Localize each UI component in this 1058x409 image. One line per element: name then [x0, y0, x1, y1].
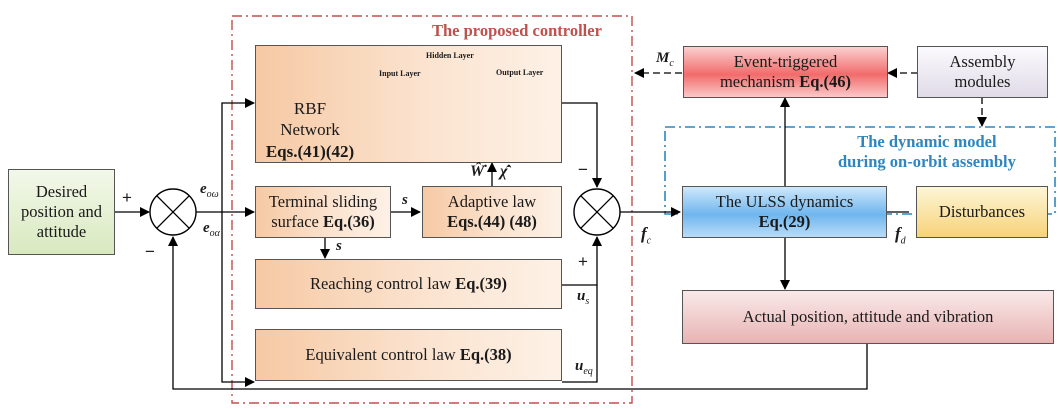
equivalent-control-law-block: Equivalent control law Eq.(38)	[255, 329, 562, 381]
u-eq-base: u	[575, 358, 584, 374]
f-d-sub: d	[900, 235, 906, 247]
adaptive-equation: Eqs.(44) (48)	[447, 212, 537, 231]
hidden-layer-label: Hidden Layer	[426, 51, 474, 60]
signal-u-s: us	[577, 288, 589, 307]
actual-text: Actual position, attitude and vibration	[742, 306, 994, 326]
event-equation: Eq.(46)	[799, 72, 852, 91]
e-alpha-base: e	[203, 220, 210, 236]
signal-e-omega: eoω	[200, 181, 219, 200]
signal-s-to-reaching: s	[336, 238, 342, 254]
u-eq-sub: eq	[583, 366, 593, 377]
m-c-sub: c	[669, 58, 674, 69]
output-layer-label: Output Layer	[496, 68, 544, 77]
signal-e-alpha: eoα	[203, 220, 220, 239]
reaching-control-law-block: Reaching control law Eq.(39)	[255, 259, 562, 309]
controller-region-border	[231, 15, 633, 404]
sum1-plus-sign: +	[122, 188, 132, 207]
ulss-dynamics-block: The ULSS dynamics Eq.(29)	[682, 186, 887, 238]
signal-m-c: Mc	[656, 50, 674, 69]
reaching-equation: Eq.(39)	[455, 273, 508, 293]
equivalent-text: Equivalent control law	[305, 344, 460, 364]
signal-w-hat-dot: Ŵ̇	[470, 163, 485, 180]
desired-line3: attitude	[36, 222, 87, 242]
rbf-text: RBF Network Eqs.(41)(42)	[259, 98, 361, 162]
sliding-equation: Eq.(36)	[322, 212, 375, 231]
ulss-line1: The ULSS dynamics	[715, 191, 854, 211]
wire-equivalent-to-sum2	[562, 285, 598, 383]
actual-position-block: Actual position, attitude and vibration	[682, 290, 1054, 344]
equivalent-equation: Eq.(38)	[459, 344, 512, 364]
sum2-minus-sign: −	[578, 160, 588, 179]
sum2-plus-sign: +	[578, 252, 588, 271]
disturbances-block: Disturbances	[916, 186, 1048, 238]
summing-junction-1	[149, 188, 197, 236]
m-c-base: M	[656, 50, 670, 66]
sliding-line2-text: surface	[271, 212, 323, 231]
signal-chi-hat-dot: χ̂̇	[500, 163, 508, 180]
assembly-modules-block: Assembly modules	[917, 46, 1048, 98]
signal-f-d: fd	[895, 224, 906, 246]
disturbances-text: Disturbances	[938, 201, 1026, 221]
adaptive-law-block: Adaptive law Eqs.(44) (48)	[422, 186, 562, 238]
assembly-line2: modules	[954, 72, 1011, 91]
assembly-line1: Assembly	[949, 51, 1016, 71]
sliding-line2: surface Eq.(36)	[271, 212, 375, 232]
u-s-sub: s	[585, 296, 590, 307]
dynamic-region-title-line1: The dynamic model	[857, 132, 997, 151]
u-s-base: u	[577, 288, 586, 304]
sliding-line1: Terminal sliding	[268, 191, 378, 211]
event-triggered-mechanism-block: Event-triggered mechanism Eq.(46)	[683, 46, 888, 98]
input-layer-label: Input Layer	[379, 69, 421, 78]
e-alpha-sub: oα	[209, 228, 220, 239]
wire-branch-to-equivalent	[221, 212, 255, 387]
e-omega-sub: oω	[206, 189, 219, 200]
dynamic-region-title: The dynamic model during on-orbit assemb…	[838, 132, 1016, 172]
event-line1: Event-triggered	[733, 51, 838, 71]
rbf-line2: Network	[280, 120, 340, 140]
event-line2: mechanism Eq.(46)	[720, 72, 851, 92]
rbf-line1: RBF	[293, 99, 327, 118]
f-c-base: f	[641, 224, 647, 243]
f-d-base: f	[895, 224, 901, 243]
reaching-text: Reaching control law	[309, 273, 456, 293]
summing-junction-2	[573, 188, 621, 236]
signal-s-to-adaptive: s	[402, 192, 408, 208]
desired-line1: Desired	[35, 181, 88, 201]
rbf-equation: Eqs.(41)(42)	[265, 141, 355, 161]
event-line2-text: mechanism	[719, 72, 800, 91]
controller-region-title: The proposed controller	[432, 21, 602, 40]
wire-branch-to-rbf	[221, 98, 255, 212]
wire-feedback	[168, 236, 868, 390]
sum1-minus-sign: −	[145, 242, 155, 261]
adaptive-line1: Adaptive law	[447, 191, 537, 211]
terminal-sliding-surface-block: Terminal sliding surface Eq.(36)	[255, 186, 391, 238]
e-omega-base: e	[200, 181, 207, 197]
rbf-network-block: RBF Network Eqs.(41)(42) Input Layer Hid…	[255, 45, 562, 163]
dynamic-region-border	[664, 126, 1056, 215]
f-c-sub: c	[646, 235, 652, 247]
desired-line2: position and	[20, 201, 103, 221]
signal-u-eq: ueq	[575, 358, 593, 377]
wire-rbf-to-sum2	[562, 102, 602, 188]
signal-f-c: fc	[641, 224, 651, 246]
ulss-equation: Eq.(29)	[758, 212, 811, 231]
desired-position-block: Desired position and attitude	[8, 169, 115, 255]
dynamic-region-title-line2: during on-orbit assembly	[838, 151, 1016, 171]
